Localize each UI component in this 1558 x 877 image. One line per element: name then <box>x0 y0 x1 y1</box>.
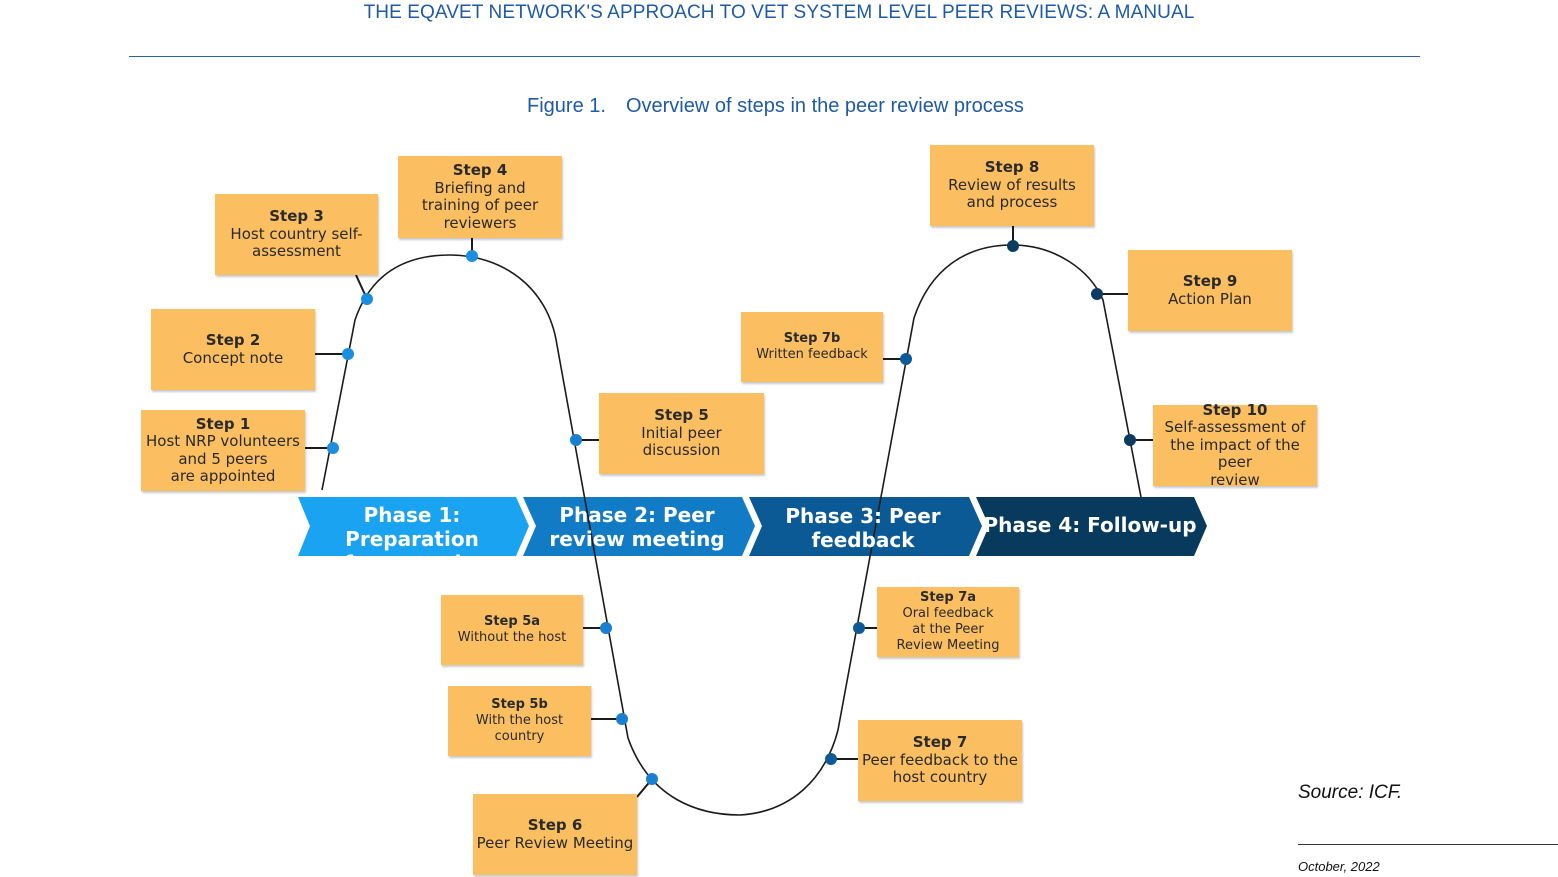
step-5-title: Step 5 <box>654 406 709 425</box>
step-9-desc: Action Plan <box>1168 289 1252 308</box>
step-9-title: Step 9 <box>1182 272 1238 290</box>
dot-step5b <box>616 713 628 725</box>
step-7a-desc: Oral feedback at the Peer Review Meeting <box>896 606 1000 653</box>
dot-step8 <box>1007 240 1019 252</box>
phase-2-arrow <box>523 497 755 556</box>
step-7b-title: Step 7b <box>783 331 841 346</box>
dot-step5 <box>570 434 582 446</box>
dot-step9 <box>1091 288 1103 300</box>
step-4-title: Step 4 <box>452 161 508 179</box>
footer-divider <box>1298 844 1558 845</box>
step-7-title: Step 7 <box>912 733 968 752</box>
step-5b-title: Step 5b <box>491 697 548 712</box>
step-7b-desc: Written feedback <box>756 347 868 362</box>
dot-step7b <box>900 353 912 365</box>
step-1-box: Step 1 Host NRP volunteers and 5 peers a… <box>141 410 305 491</box>
step-5b-desc: With the host country <box>475 713 564 744</box>
step-8-box: Step 8 Review of results and process <box>930 145 1094 226</box>
step-5a-box: Step 5a Without the host <box>441 595 583 665</box>
step-2-desc: Concept note <box>182 348 284 367</box>
step-5b-box: Step 5b With the host country <box>448 686 591 756</box>
figure-title: Overview of steps in the peer review pro… <box>625 95 1024 117</box>
phase-3-label: Phase 3: Peer feedback <box>785 504 941 552</box>
step-7a-box: Step 7a Oral feedback at the Peer Review… <box>877 587 1019 657</box>
step-4-desc: Briefing and training of peer reviewers <box>421 178 539 232</box>
header-divider <box>129 56 1420 57</box>
dot-step5a <box>600 622 612 634</box>
step-10-title: Step 10 <box>1202 400 1268 419</box>
phase-1-arrow <box>298 497 529 556</box>
phase-2-label: Phase 2: Peer review meeting <box>549 503 725 551</box>
step-3-title: Step 3 <box>269 207 324 226</box>
step-6-box: Step 6 Peer Review Meeting <box>473 794 637 875</box>
step-10-desc: Self-assessment of the impact of the pee… <box>1164 418 1306 489</box>
phase-4-arrow <box>976 497 1207 556</box>
step-9-box: Step 9 Action Plan <box>1128 250 1292 331</box>
step-8-desc: Review of results and process <box>948 175 1076 212</box>
dot-step4 <box>466 250 478 262</box>
step-7-box: Step 7 Peer feedback to the host country <box>858 720 1022 801</box>
dot-step7a <box>853 622 865 634</box>
dot-step1 <box>327 442 339 454</box>
step-8-title: Step 8 <box>984 158 1040 177</box>
step-7b-box: Step 7b Written feedback <box>741 312 883 382</box>
figure-number: Figure 1. <box>527 95 606 117</box>
dot-step6 <box>646 773 658 785</box>
dot-step10 <box>1124 434 1136 446</box>
step-1-desc: Host NRP volunteers and 5 peers are appo… <box>146 432 300 485</box>
step-6-desc: Peer Review Meeting <box>476 833 634 852</box>
phase-3-arrow <box>749 497 982 556</box>
step-6-title: Step 6 <box>527 816 583 834</box>
phase-4-label: Phase 4: Follow-up <box>983 513 1197 537</box>
step-10-box: Step 10 Self-assessment of the impact of… <box>1153 400 1317 489</box>
step-4-box: Step 4 Briefing and training of peer rev… <box>398 156 562 238</box>
step-7-desc: Peer feedback to the host country <box>861 750 1019 787</box>
step-2-box: Step 2 Concept note <box>151 309 315 390</box>
footer-date: October, 2022 <box>1298 859 1380 874</box>
step-1-title: Step 1 <box>195 414 251 433</box>
step-5a-desc: Without the host <box>457 630 567 645</box>
phase-1-label: Phase 1: Preparation of peer review <box>330 503 494 575</box>
step-7a-title: Step 7a <box>919 590 977 605</box>
figure-caption: Figure 1. Overview of steps in the peer r… <box>527 95 1024 118</box>
step-5-desc: Initial peer discussion <box>641 423 722 460</box>
step-3-desc: Host country self- assessment <box>230 224 363 261</box>
source-note: Source: ICF. <box>1298 782 1403 803</box>
document-header-title: THE EQAVET NETWORK'S APPROACH TO VET SYS… <box>363 2 1195 23</box>
dot-step2 <box>342 348 354 360</box>
dot-step7 <box>825 753 837 765</box>
step-5-box: Step 5 Initial peer discussion <box>599 393 764 474</box>
dot-step3 <box>361 293 373 305</box>
step-5a-title: Step 5a <box>483 614 541 629</box>
step-3-box: Step 3 Host country self- assessment <box>215 194 378 275</box>
step-2-title: Step 2 <box>205 331 261 349</box>
